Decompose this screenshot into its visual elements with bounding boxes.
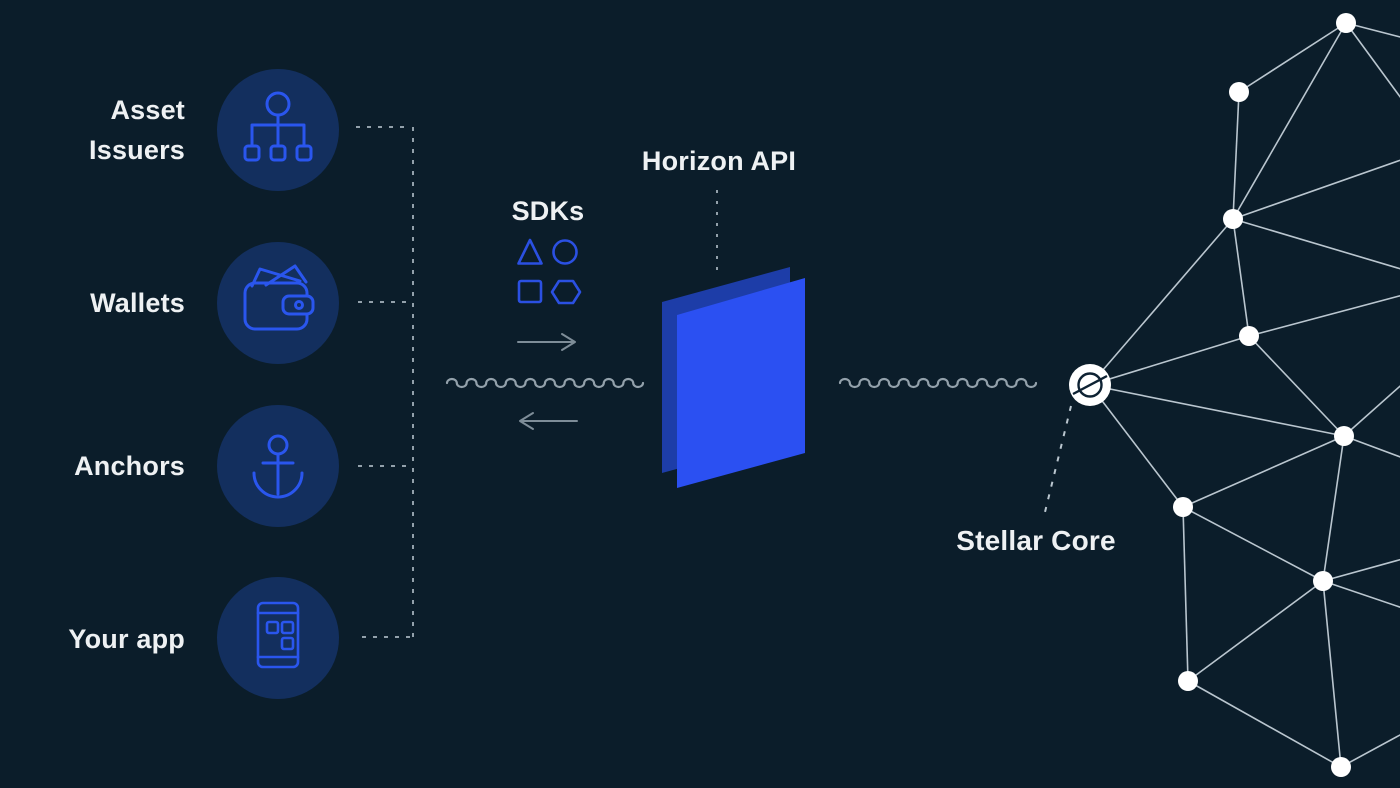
network-edge <box>1343 385 1400 437</box>
hexagon-icon <box>550 279 582 305</box>
network-node <box>1336 13 1356 33</box>
network-edge <box>1322 580 1400 608</box>
network-node <box>1334 426 1354 446</box>
label-wallets: Wallets <box>90 288 185 318</box>
stellar-core-node <box>1069 364 1111 406</box>
network-edge <box>1187 580 1324 682</box>
label-your-app: Your app <box>68 624 185 654</box>
network-edge <box>1238 22 1347 93</box>
label-asset-issuers: Asset Issuers <box>89 95 185 165</box>
network-node <box>1229 82 1249 102</box>
wave-left <box>445 377 645 389</box>
network-edge <box>1187 680 1342 768</box>
network-edge <box>1322 580 1342 768</box>
stellar-logo-icon <box>1072 372 1108 398</box>
network-edge <box>1182 506 1189 682</box>
label-anchors: Anchors <box>74 451 185 481</box>
sdk-shapes <box>517 238 582 305</box>
left-arrow-icon <box>519 412 578 430</box>
network-edge <box>1232 218 1250 337</box>
network-edge <box>1322 435 1345 582</box>
label-sdks: SDKs <box>511 196 585 226</box>
network-edge <box>1089 384 1184 508</box>
horizon-page-front <box>677 278 805 488</box>
right-arrow-icon <box>517 333 576 351</box>
network-node <box>1178 671 1198 691</box>
network-node <box>1331 757 1351 777</box>
square-icon <box>517 279 543 304</box>
network-node <box>1313 571 1333 591</box>
network-edge <box>1232 159 1400 220</box>
network-node <box>1173 497 1193 517</box>
wallet-icon <box>243 264 315 331</box>
network-edge <box>1343 435 1400 458</box>
your-app-circle <box>217 577 339 699</box>
network-edge <box>1345 22 1400 99</box>
triangle-icon <box>517 238 543 265</box>
source-connectors <box>356 126 414 638</box>
label-horizon-api: Horizon API <box>641 146 797 176</box>
wallets-circle <box>217 242 339 364</box>
horizon-api-pages <box>662 267 805 488</box>
network-edge <box>1182 435 1345 508</box>
network-node <box>1239 326 1259 346</box>
network-edge <box>1340 734 1400 768</box>
circle-icon <box>552 239 578 265</box>
network-edge <box>1232 22 1347 220</box>
core-pointer-line <box>1044 405 1072 513</box>
source-nodes <box>217 69 339 699</box>
network-edge <box>1248 294 1400 337</box>
network-edge <box>1089 384 1345 437</box>
hierarchy-icon <box>243 91 313 162</box>
network-edge <box>1182 506 1324 582</box>
network-edge <box>1232 218 1400 270</box>
mobile-app-icon <box>256 601 300 669</box>
network-edge <box>1322 558 1400 582</box>
network-edge <box>1089 335 1250 386</box>
wave-right <box>838 377 1038 389</box>
peer-network-mesh <box>1089 13 1400 777</box>
network-node <box>1223 209 1243 229</box>
network-edge <box>1089 218 1234 386</box>
anchor-icon <box>252 434 304 499</box>
label-stellar-core: Stellar Core <box>956 525 1116 556</box>
network-edge <box>1345 22 1400 38</box>
network-edge <box>1232 91 1240 220</box>
network-edge <box>1248 335 1345 437</box>
